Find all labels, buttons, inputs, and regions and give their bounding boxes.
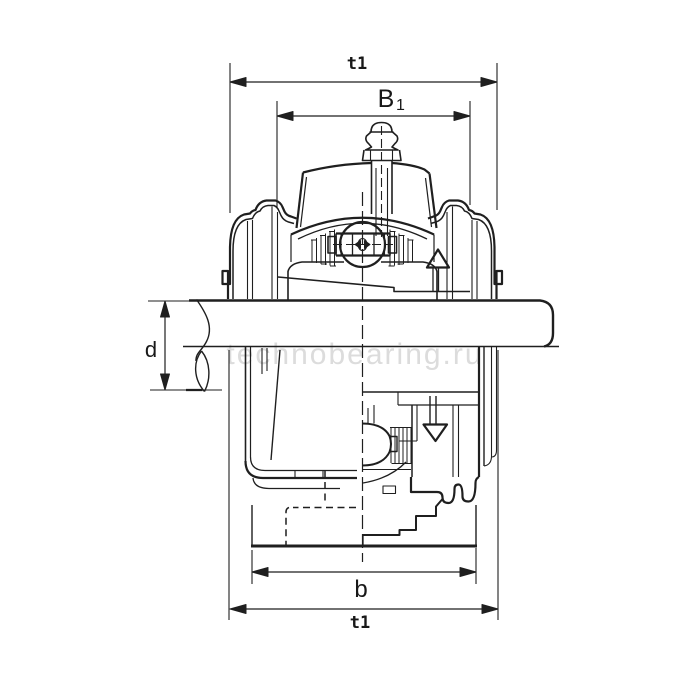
seat-right: [381, 261, 438, 300]
bearing-ball: [335, 220, 391, 269]
base: [251, 505, 477, 548]
cap-left-slant: [295, 172, 305, 229]
band-shoulder-lines: [340, 233, 386, 256]
dimension-bottom-t1: [228, 350, 499, 620]
cap-top-right: [391, 161, 431, 175]
zerk-shank: [370, 160, 393, 214]
seat-slant-edge: [277, 276, 470, 293]
bore-arc-inner: [297, 222, 428, 240]
label-d: d: [145, 337, 157, 362]
left-wedge: [354, 240, 361, 249]
dimension-b1: [276, 101, 471, 207]
arrowhead-left: [276, 111, 294, 121]
zerk-body: [364, 131, 399, 151]
inner-band-ends: [335, 233, 391, 256]
skirt-lower-roll: [252, 477, 340, 490]
arrowhead-top: [160, 300, 170, 318]
cover-outer-profile: [221, 199, 297, 299]
cap-inner-slants: [299, 176, 433, 228]
inner-band-edges: [336, 232, 390, 257]
hidden-corner: [285, 506, 290, 545]
label-b1-subscript: 1: [396, 97, 405, 114]
watermark-text: technobearing.ru: [226, 338, 483, 371]
cap-right-slant: [428, 173, 438, 229]
shaft-break-curve: [195, 299, 211, 362]
bore-arc-outer: [290, 216, 435, 236]
right-wedge: [364, 240, 371, 249]
zerk-hex-facets: [369, 150, 394, 161]
right-seal-stack: [387, 228, 415, 267]
witness-lines: [229, 63, 498, 213]
base-section-steps: [363, 498, 444, 536]
left-seal-stack: [311, 229, 337, 267]
right-cover-skirt-lines: [483, 347, 498, 467]
zerk-dome: [370, 121, 393, 133]
hidden-lines: [285, 470, 356, 545]
arrowhead-left: [229, 604, 247, 614]
seal-caps: [311, 230, 336, 267]
lower-seal-lamellae: [390, 428, 412, 463]
collar-lobe: [361, 422, 392, 467]
small-notch-rect: [382, 485, 397, 495]
band-top-edge: [189, 299, 555, 348]
label-b1-base: B: [378, 85, 395, 113]
left-cover: [221, 199, 297, 299]
pin-walls: [351, 233, 375, 256]
skirt-bead-ticks: [294, 470, 324, 478]
dimension-top-t1: [229, 63, 498, 213]
label-b: b: [354, 576, 367, 603]
skirt-outer-roll: [244, 460, 357, 480]
grease-fitting: [361, 121, 402, 236]
arrowhead-right: [480, 77, 498, 87]
drawing-art: [148, 63, 559, 620]
rolled-edge-bumps: [409, 475, 480, 505]
label-t1-bottom: t1: [350, 613, 370, 633]
under-lobe-arc: [362, 461, 407, 484]
label-t1-top: t1: [347, 54, 367, 74]
lower-housing-right: [361, 347, 498, 545]
cover-wall-lines: [246, 206, 279, 299]
section-inner-lines: [397, 392, 460, 477]
housing-bore: [277, 216, 470, 300]
arrowhead-bottom: [160, 373, 170, 391]
arrowhead-right: [453, 111, 471, 121]
witness-lines: [251, 548, 477, 584]
upper-pointer: [425, 248, 451, 292]
lower-pointer-triangle: [422, 423, 449, 443]
cover-inner-profile: [232, 204, 295, 299]
top-cap: [295, 161, 438, 229]
dimension-d: [148, 300, 222, 391]
seal-lamellae: [311, 229, 335, 266]
lower-seal-caps: [390, 426, 412, 465]
seat-left: [287, 261, 344, 300]
dimension-b: [251, 548, 477, 584]
sleeve-neck: [367, 405, 375, 424]
lower-pointer-stem: [429, 396, 437, 425]
arrowhead-right: [459, 567, 477, 577]
cap-top-left: [302, 161, 372, 174]
left-taper-line: [270, 349, 281, 461]
skirt-inner-lip: [249, 456, 357, 472]
shaft-break-lens: [194, 350, 210, 392]
grease-channel: [375, 168, 389, 236]
witness-lines: [148, 300, 222, 391]
pointer-stem: [432, 267, 440, 292]
pointer-triangle-up: [425, 248, 451, 269]
arrowhead-left: [251, 567, 269, 577]
arrowhead-left: [229, 77, 247, 87]
zerk-hex-base: [361, 149, 402, 162]
arrowhead-right: [481, 604, 499, 614]
witness-lines: [228, 350, 499, 620]
lower-housing-left: [244, 347, 357, 490]
witness-lines: [276, 101, 471, 207]
left-rib-lines: [261, 348, 268, 374]
set-screw-tip: [389, 435, 398, 453]
